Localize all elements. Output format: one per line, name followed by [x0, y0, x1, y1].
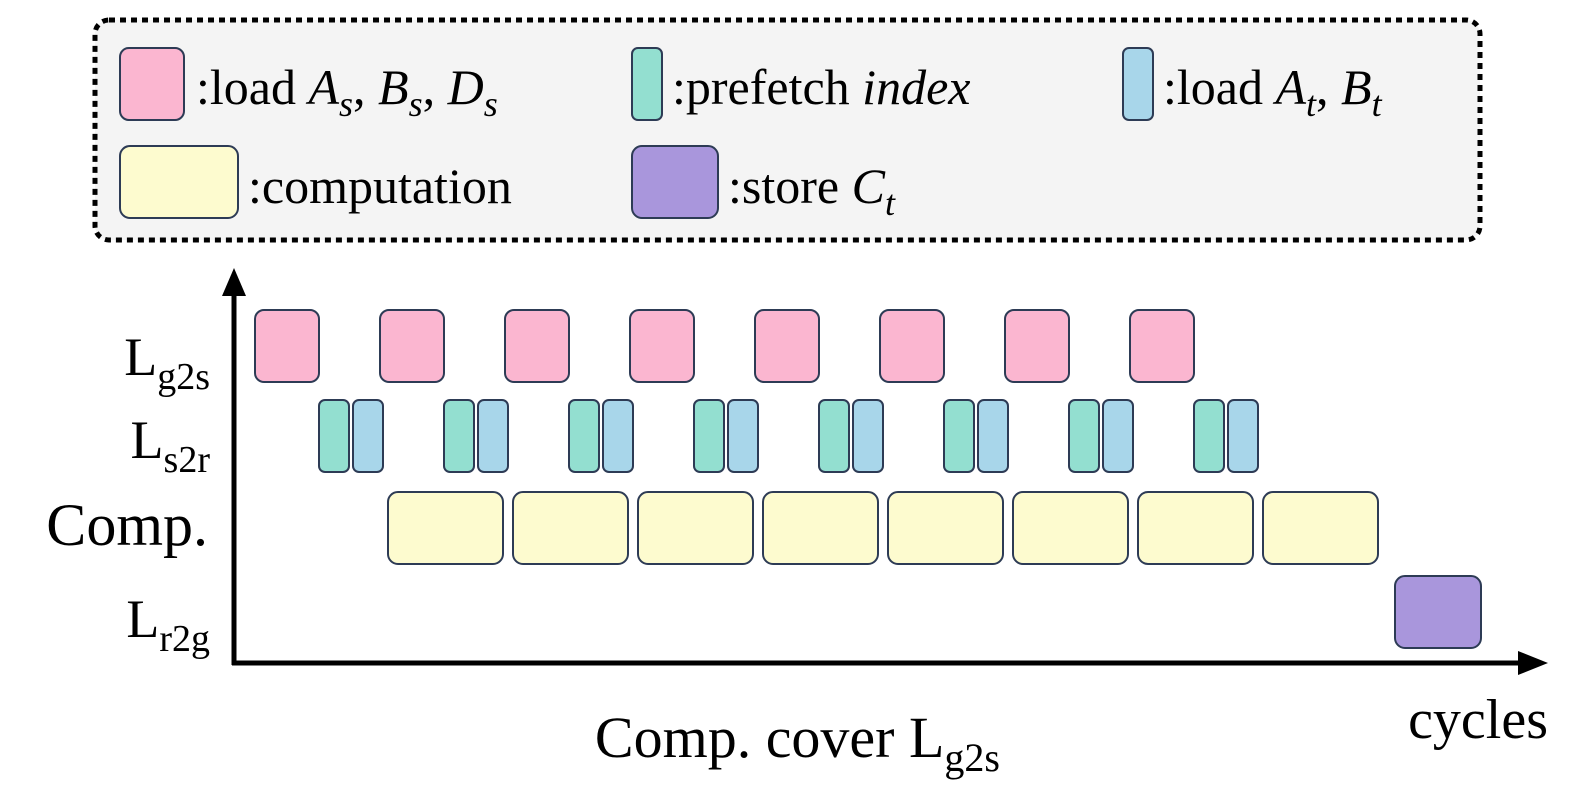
legend-swatch-prefetch — [631, 47, 663, 121]
row-label-g2s: Lg2s — [124, 327, 210, 398]
legend-label-prefetch: :prefetch index — [672, 59, 970, 115]
s2r-prefetch-block — [318, 399, 350, 473]
y-axis-arrow-icon — [222, 268, 246, 296]
g2s-load-block — [379, 309, 445, 383]
g2s-load-block — [879, 309, 945, 383]
r2g-store-block — [1394, 575, 1482, 649]
computation-block — [1012, 491, 1129, 565]
g2s-load-block — [629, 309, 695, 383]
computation-block — [387, 491, 504, 565]
row-label-s2r: Ls2r — [131, 410, 211, 481]
legend-swatch-load-s — [119, 47, 185, 121]
s2r-prefetch-block — [1193, 399, 1225, 473]
legend-label-computation: :computation — [248, 158, 512, 214]
s2r-load-block — [977, 399, 1009, 473]
s2r-prefetch-block — [443, 399, 475, 473]
computation-block — [887, 491, 1004, 565]
x-axis-arrow-icon — [1518, 651, 1548, 675]
legend-label-store: :store Ct — [728, 158, 896, 223]
s2r-load-block — [1227, 399, 1259, 473]
g2s-load-block — [1129, 309, 1195, 383]
s2r-load-block — [352, 399, 384, 473]
g2s-load-block — [254, 309, 320, 383]
s2r-prefetch-block — [943, 399, 975, 473]
s2r-load-block — [477, 399, 509, 473]
computation-block — [512, 491, 629, 565]
g2s-load-block — [1004, 309, 1070, 383]
row-label-r2g: Lr2g — [126, 589, 210, 660]
s2r-load-block — [727, 399, 759, 473]
s2r-prefetch-block — [818, 399, 850, 473]
s2r-prefetch-block — [693, 399, 725, 473]
g2s-load-block — [504, 309, 570, 383]
axes: cycles — [222, 268, 1548, 751]
g2s-load-block — [754, 309, 820, 383]
legend-label-load-t: :load At, Bt — [1163, 59, 1383, 124]
legend-swatch-computation — [119, 145, 239, 219]
legend-label-load-s: :load As, Bs, Ds — [196, 59, 498, 124]
row-labels: Lg2s Ls2r Comp. Lr2g — [46, 327, 210, 660]
s2r-prefetch-block — [1068, 399, 1100, 473]
computation-block — [1262, 491, 1379, 565]
s2r-prefetch-block — [568, 399, 600, 473]
row-label-comp: Comp. — [46, 492, 208, 558]
x-axis-label: cycles — [1408, 689, 1548, 751]
legend-swatch-load-t — [1122, 47, 1154, 121]
s2r-load-block — [602, 399, 634, 473]
caption: Comp. cover Lg2s — [595, 705, 1000, 780]
legend-swatch-store — [631, 145, 719, 219]
s2r-load-block — [852, 399, 884, 473]
computation-block — [637, 491, 754, 565]
s2r-load-block — [1102, 399, 1134, 473]
pipeline-blocks — [254, 309, 1482, 649]
computation-block — [1137, 491, 1254, 565]
legend: :load As, Bs, Ds :prefetch index :load A… — [92, 17, 1483, 243]
computation-block — [762, 491, 879, 565]
